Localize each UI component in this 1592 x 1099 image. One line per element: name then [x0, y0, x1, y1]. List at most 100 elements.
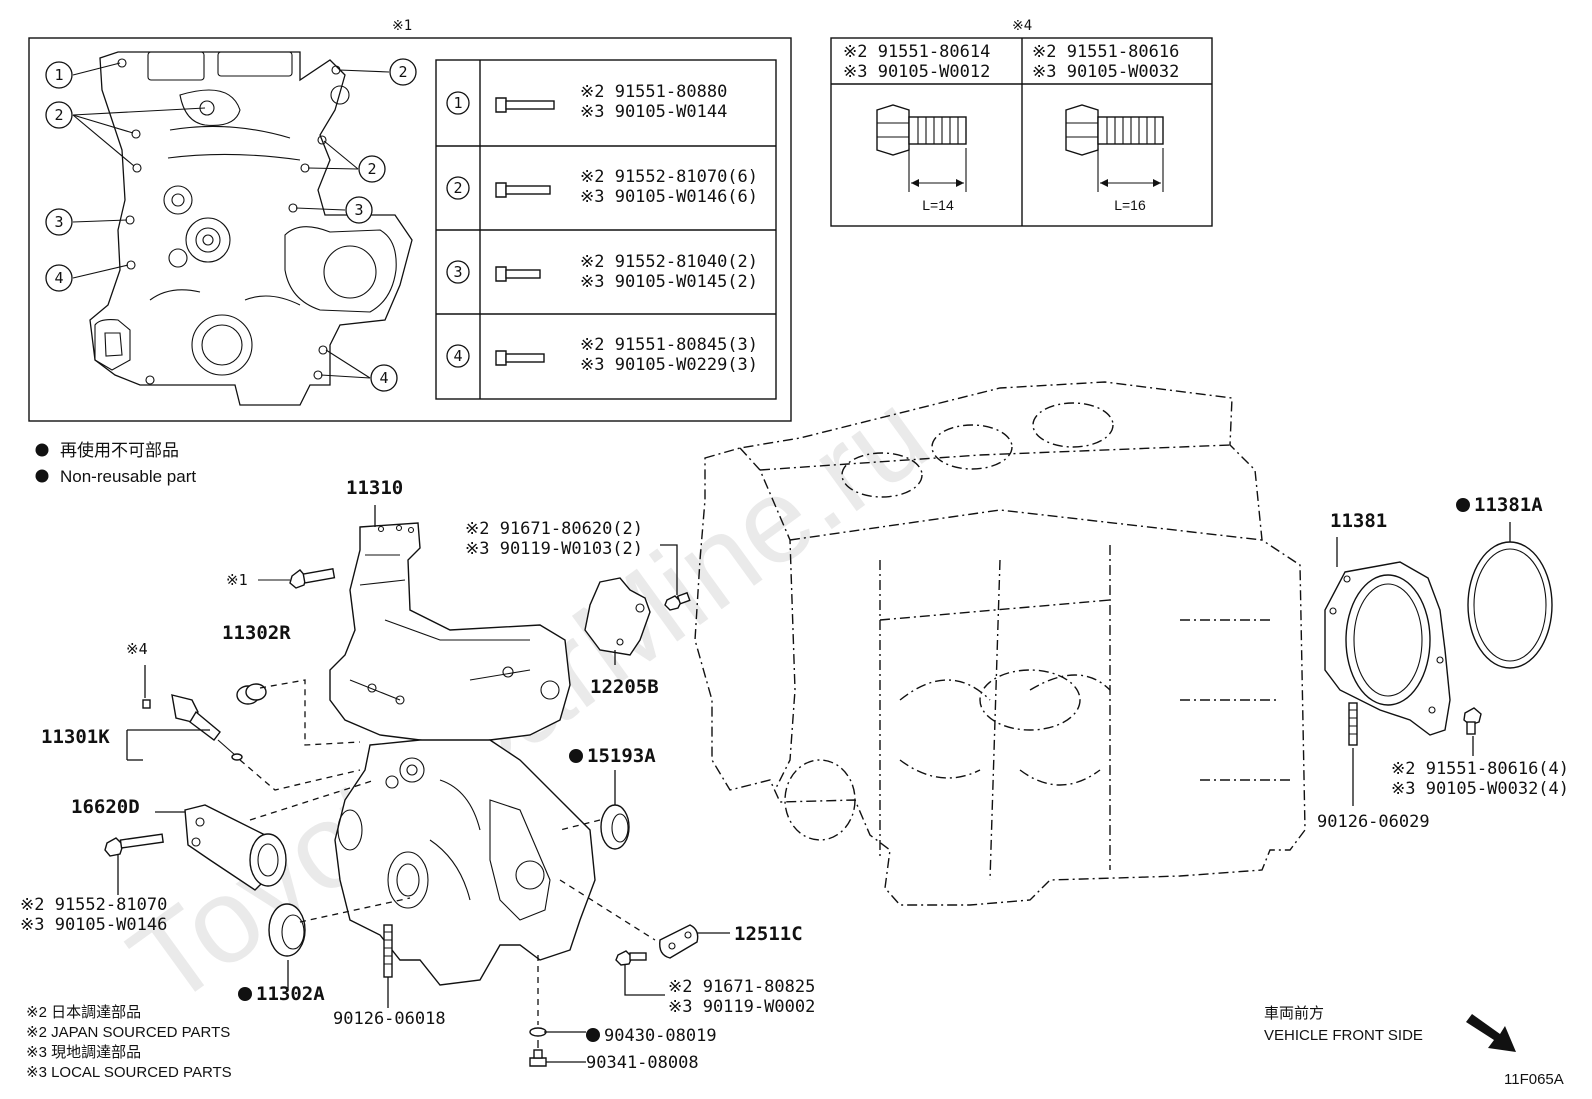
oil-seal-15193a — [600, 804, 630, 850]
label-bolt-90105-w0032: ※3 90105-W0032(4) — [1391, 779, 1569, 799]
bolt-91671-80825 — [615, 950, 647, 966]
inset-4-col1-line2: ※3 90105-W0012 — [843, 62, 990, 82]
callout-2: 2 — [389, 58, 417, 86]
svg-text:1: 1 — [54, 66, 63, 84]
label-ref1: ※1 — [226, 571, 248, 589]
vehicle-front-indicator: 車両前方 VEHICLE FRONT SIDE — [1264, 1005, 1516, 1052]
label-90126-06018: 90126-06018 — [333, 1009, 446, 1029]
bolt-91551-80616 — [1463, 707, 1482, 735]
label-bolt-91671-80825: ※2 91671-80825 — [668, 977, 815, 997]
bolt-row-3: 3 ※2 91552-81040(2) ※3 90105-W0145(2) — [446, 252, 758, 292]
legend-line-2: ※2 JAPAN SOURCED PARTS — [26, 1024, 230, 1041]
label-bolt-90105-w0146: ※3 90105-W0146 — [20, 915, 167, 935]
plug-11302r — [236, 683, 267, 705]
callout-2: 2 — [45, 101, 73, 129]
svg-text:2: 2 — [453, 179, 462, 197]
part-labels: 11310 ※1 11302R ※4 11301K 16620D ※2 9155… — [20, 477, 1569, 1073]
flange-bolt-l14: L=14 — [876, 104, 967, 213]
label-90126-06029: 90126-06029 — [1317, 812, 1430, 832]
svg-text:3: 3 — [54, 213, 63, 231]
svg-text:4: 4 — [379, 369, 388, 387]
legend-non-reusable: 再使用不可部品 Non-reusable part — [35, 440, 196, 486]
label-90341-08008: 90341-08008 — [586, 1053, 699, 1073]
label-ref4: ※4 — [126, 640, 148, 658]
inset-1-leaders — [72, 62, 390, 379]
inset-4-col1-line1: ※2 91551-80614 — [843, 42, 990, 62]
svg-text:4: 4 — [453, 347, 462, 365]
legend-en: Non-reusable part — [60, 467, 196, 486]
callout-3: 3 — [45, 208, 73, 236]
bolt-row-3-line2: ※3 90105-W0145(2) — [580, 272, 758, 292]
svg-text:3: 3 — [453, 263, 462, 281]
bolt-row-1: 1 ※2 91551-80880 ※3 90105-W0144 — [446, 82, 727, 122]
leader-lines — [117, 505, 1511, 1063]
bolt-row-2: 2 ※2 91552-81070(6) ※3 90105-W0146(6) — [446, 167, 758, 207]
legend-jp: 再使用不可部品 — [60, 440, 179, 460]
cover-12205b — [584, 577, 651, 656]
stud-90126-06029 — [1348, 702, 1358, 746]
bolt-row-2-line1: ※2 91552-81070(6) — [580, 167, 758, 187]
label-11381: 11381 — [1330, 510, 1387, 532]
timing-chain-cover — [334, 739, 596, 986]
callout-3: 3 — [345, 196, 373, 224]
inset-1-callouts: 1 2 3 4 2 2 3 4 — [45, 58, 417, 392]
label-11301k: 11301K — [41, 726, 110, 748]
bolt-row-3-line1: ※2 91552-81040(2) — [580, 252, 758, 272]
bolt-91552-81070 — [104, 833, 164, 857]
gasket-90430-08019 — [529, 1027, 547, 1037]
bolt-91671-80620 — [664, 591, 691, 611]
callout-4: 4 — [45, 264, 73, 292]
inset-1-ref: ※1 — [392, 18, 412, 34]
label-11310: 11310 — [346, 477, 403, 499]
bolt-row-4-line1: ※2 91551-80845(3) — [580, 335, 758, 355]
inset-4: ※4 ※2 91551-80614 ※3 90105-W0012 ※2 9155… — [830, 18, 1213, 227]
plug-90341-08008 — [529, 1049, 547, 1067]
bolt-row-1-line2: ※3 90105-W0144 — [580, 102, 727, 122]
direction-jp: 車両前方 — [1264, 1005, 1324, 1022]
bolt-ref1 — [258, 568, 336, 589]
label-12205b: 12205B — [590, 676, 659, 698]
legend-line-4: ※3 LOCAL SOURCED PARTS — [26, 1064, 232, 1081]
inset-1-frame — [28, 37, 792, 422]
oil-seal-retainer-11381 — [1324, 561, 1451, 736]
svg-text:4: 4 — [54, 269, 63, 287]
label-bolt-90119-w0103: ※3 90119-W0103(2) — [465, 539, 643, 559]
figure-code: 11F065A — [1504, 1071, 1564, 1088]
bolt-row-1-line1: ※2 91551-80880 — [580, 82, 727, 102]
callout-4: 4 — [370, 364, 398, 392]
svg-text:2: 2 — [367, 160, 376, 178]
label-bolt-91671-80620: ※2 91671-80620(2) — [465, 519, 643, 539]
bolt-row-4-line2: ※3 90105-W0229(3) — [580, 355, 758, 375]
callout-2: 2 — [358, 155, 386, 183]
length-l14: L=14 — [922, 197, 954, 213]
legend-sourcing: ※2 日本調達部品 ※2 JAPAN SOURCED PARTS ※3 現地調達… — [26, 1004, 232, 1081]
direction-en: VEHICLE FRONT SIDE — [1264, 1027, 1423, 1044]
inset-4-ref: ※4 — [1012, 18, 1032, 34]
label-11302r: 11302R — [222, 622, 291, 644]
legend-line-3: ※3 現地調達部品 — [26, 1044, 141, 1061]
direction-arrow-icon — [1466, 1014, 1516, 1052]
inset-1: ※1 — [28, 18, 792, 422]
timing-cover-sketch — [89, 51, 413, 406]
cover-plate-12511c — [659, 924, 699, 959]
oil-seal-11381a — [1467, 541, 1553, 669]
inset-1-bolt-table: 1 ※2 91551-80880 ※3 90105-W0144 2 ※2 915… — [435, 59, 777, 400]
label-bolt-91552-81070: ※2 91552-81070 — [20, 895, 167, 915]
chain-tensioner-16620d — [184, 804, 287, 891]
oil-control-valve-11301k — [142, 694, 243, 761]
stud-90126-06018 — [383, 924, 393, 978]
label-12511c: 12511C — [734, 923, 803, 945]
label-15193a: 15193A — [587, 745, 656, 767]
svg-text:3: 3 — [354, 201, 363, 219]
bolt-row-2-line2: ※3 90105-W0146(6) — [580, 187, 758, 207]
bolt-row-4: 4 ※2 91551-80845(3) ※3 90105-W0229(3) — [446, 335, 758, 375]
callout-1: 1 — [45, 61, 73, 89]
oil-seal-11302a — [268, 903, 306, 957]
label-bolt-91551-80616: ※2 91551-80616(4) — [1391, 759, 1569, 779]
legend-line-1: ※2 日本調達部品 — [26, 1004, 141, 1021]
length-l16: L=16 — [1114, 197, 1146, 213]
label-11302a: 11302A — [256, 983, 325, 1005]
label-bolt-90119-w0002: ※3 90119-W0002 — [668, 997, 815, 1017]
label-90430-08019: 90430-08019 — [604, 1026, 717, 1046]
